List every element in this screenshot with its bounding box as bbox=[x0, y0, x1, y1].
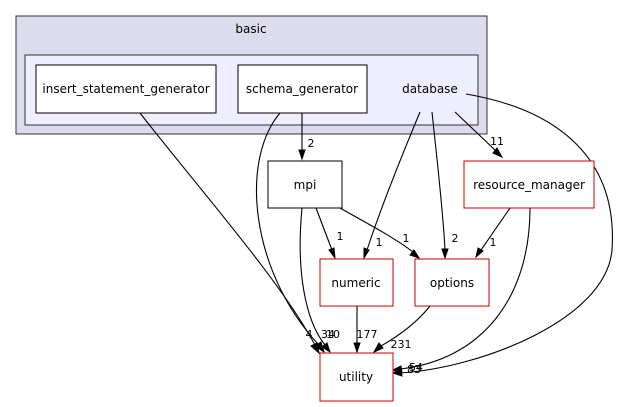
node-schema-generator-label: schema_generator bbox=[246, 82, 358, 96]
edge-options-to-utility: 231 bbox=[372, 305, 431, 354]
edge-database-to-options: 2 bbox=[431, 111, 459, 260]
edge-label: 2 bbox=[308, 137, 315, 150]
edge-label: 10 bbox=[326, 328, 340, 341]
node-options-label: options bbox=[430, 276, 474, 290]
node-utility[interactable]: utility bbox=[319, 352, 394, 402]
edge-database-to-numeric: 1 bbox=[363, 111, 421, 260]
edge-label: 34 bbox=[321, 328, 335, 341]
edge-label: 2 bbox=[452, 232, 459, 245]
edges: 4 2 34 11 1 2 83 bbox=[139, 93, 613, 377]
edge-label: 11 bbox=[490, 135, 504, 148]
edge-numeric-to-utility: 177 bbox=[353, 306, 378, 354]
edge-mpi-to-utility: 10 bbox=[299, 207, 340, 354]
edge-label: 4 bbox=[306, 328, 313, 341]
node-mpi-label: mpi bbox=[294, 178, 317, 192]
edge-label: 1 bbox=[376, 236, 383, 249]
edge-mpi-to-options: 1 bbox=[339, 207, 421, 259]
edge-mpi-to-numeric: 1 bbox=[315, 207, 344, 260]
node-schema-generator[interactable]: schema_generator bbox=[237, 64, 368, 114]
node-resource-manager-label: resource_manager bbox=[473, 178, 585, 192]
edge-label: 54 bbox=[409, 361, 423, 374]
edge-label: 1 bbox=[490, 236, 497, 249]
edge-label: 177 bbox=[357, 328, 378, 341]
edge-database-to-resource-manager: 11 bbox=[454, 111, 504, 159]
node-resource-manager[interactable]: resource_manager bbox=[463, 160, 595, 209]
cluster-basic-label: basic bbox=[235, 22, 266, 36]
node-utility-label: utility bbox=[339, 370, 373, 384]
edge-label: 1 bbox=[403, 232, 410, 245]
edge-resource-manager-to-utility: 54 bbox=[391, 207, 531, 374]
edge-resource-manager-to-options: 1 bbox=[475, 207, 511, 259]
node-numeric-label: numeric bbox=[331, 276, 380, 290]
edge-schema-generator-to-mpi: 2 bbox=[298, 113, 315, 161]
cluster-database-label: database bbox=[402, 82, 458, 96]
node-mpi[interactable]: mpi bbox=[267, 160, 343, 209]
node-numeric[interactable]: numeric bbox=[319, 258, 394, 307]
node-options[interactable]: options bbox=[414, 258, 490, 307]
edge-label: 231 bbox=[391, 338, 412, 351]
edge-schema-generator-to-utility: 34 bbox=[256, 112, 335, 354]
edge-label: 1 bbox=[337, 230, 344, 243]
node-insert-statement-generator[interactable]: insert_statement_generator bbox=[35, 64, 217, 114]
edge-insert-statement-generator-to-utility: 4 bbox=[139, 112, 320, 355]
node-insert-statement-generator-label: insert_statement_generator bbox=[42, 82, 209, 96]
